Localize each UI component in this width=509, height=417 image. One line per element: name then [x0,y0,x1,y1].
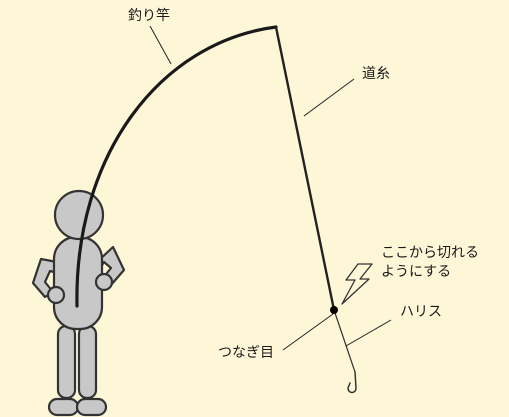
knot-leader [282,313,334,351]
knot-dot [330,306,338,314]
main-line-leader [303,78,355,117]
fishing-rod [75,25,278,308]
knot-label: つなぎ目 [218,345,274,361]
cut-here-label-line1: ここから切れる [381,245,479,261]
lightning-bolt-icon [341,263,373,305]
person-right-hand [94,272,114,292]
person-right-foot [75,397,108,417]
leader-line [333,309,356,373]
leader-label-leader [345,319,392,347]
cut-here-label-line2: ようにする [381,264,452,280]
person-left-hand [46,285,66,305]
leader-label: ハリス [400,304,442,320]
rod-leader [149,25,172,65]
person-left-leg [56,324,77,400]
main-line-label: 道糸 [362,66,390,82]
rod-label: 釣り竿 [128,8,170,24]
person-right-leg [77,324,98,400]
person-left-foot [47,397,80,417]
person-head [53,189,105,241]
fish-hook-icon [347,371,357,394]
main-line [274,26,336,311]
